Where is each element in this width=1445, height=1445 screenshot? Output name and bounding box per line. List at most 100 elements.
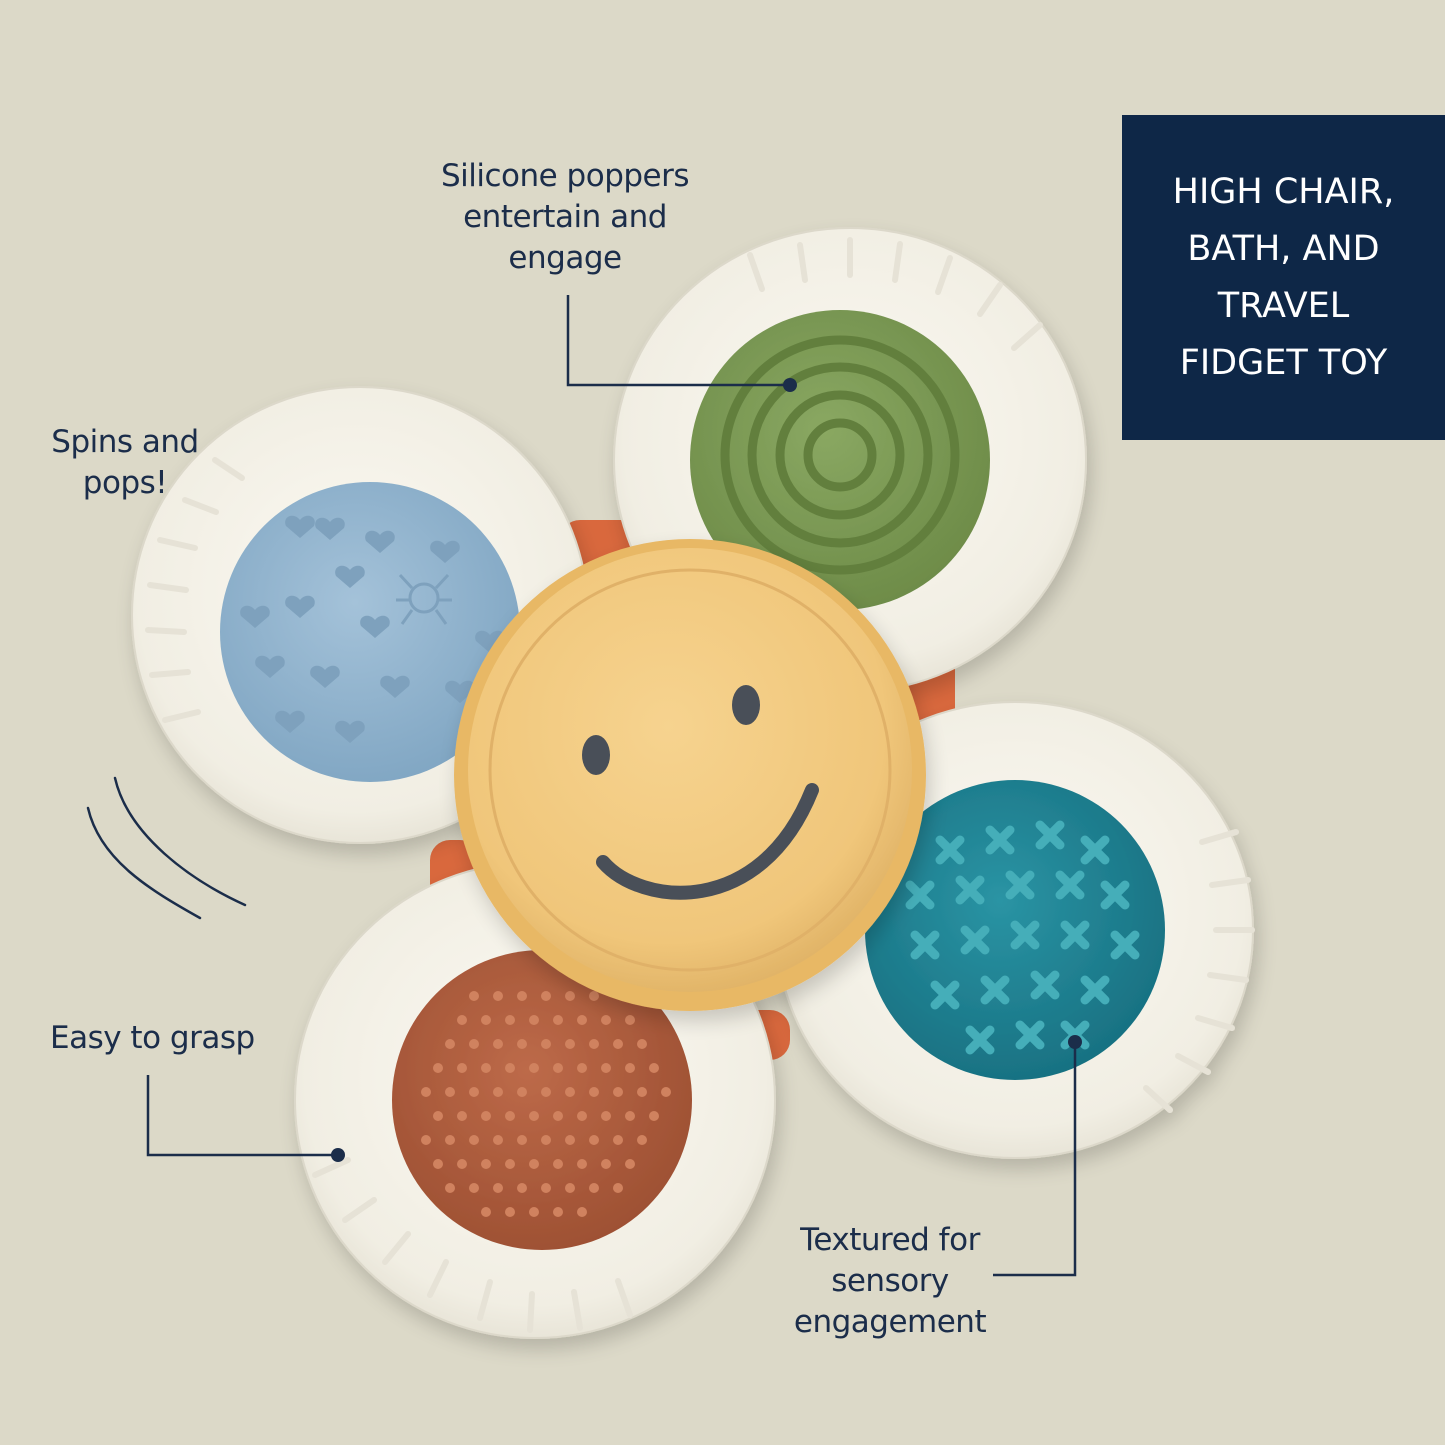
texture-dot [637,1087,647,1097]
texture-dot [553,1207,563,1217]
texture-dot [589,1039,599,1049]
texture-dot [421,1135,431,1145]
grasp-leader-dot [331,1148,345,1162]
badge-text: HIGH CHAIR, BATH, AND TRAVEL FIDGET TOY [1172,171,1395,383]
texture-dot [577,1207,587,1217]
left-eye [582,735,610,775]
callout-easy-to-grasp: Easy to grasp [50,1020,255,1056]
texture-dot [481,1111,491,1121]
texture-dot [565,1087,575,1097]
texture-dot [469,1183,479,1193]
smile-mouth [596,783,819,900]
texture-dot [649,1111,659,1121]
texture-dot [541,1039,551,1049]
texture-dot [649,1063,659,1073]
texture-dot [481,1159,491,1169]
textured-leader-line [993,1042,1077,1277]
texture-dot [469,991,479,1001]
texture-dot [565,1183,575,1193]
texture-dot [433,1159,443,1169]
texture-dot [541,1183,551,1193]
texture-dot [589,1135,599,1145]
silicone-leader-dot [783,378,797,392]
callout-leader-lines [146,295,1077,1277]
texture-dot [505,1015,515,1025]
motion-lines-icon [86,776,247,920]
texture-dot [529,1015,539,1025]
right-eye [732,685,760,725]
texture-dot [433,1111,443,1121]
texture-dot [457,1159,467,1169]
texture-dot [505,1159,515,1169]
smiley-face-icon [454,539,926,1011]
texture-dot [469,1087,479,1097]
texture-dot [469,1135,479,1145]
texture-dot [613,1135,623,1145]
texture-dot [421,1087,431,1097]
texture-dot [541,1135,551,1145]
texture-dot [613,1183,623,1193]
spider-logo-icon [396,573,452,625]
texture-dot [517,991,527,1001]
texture-dot [493,1135,503,1145]
texture-dot [589,1087,599,1097]
textured-leader-dot [1068,1035,1082,1049]
texture-dot [565,991,575,1001]
texture-dot [457,1063,467,1073]
texture-dot [493,1183,503,1193]
texture-dot [625,1063,635,1073]
texture-dot [517,1039,527,1049]
texture-dot [577,1015,587,1025]
texture-dot [577,1159,587,1169]
texture-dot [493,991,503,1001]
texture-dot [505,1111,515,1121]
texture-dot [481,1207,491,1217]
texture-dot [505,1063,515,1073]
texture-dot [637,1039,647,1049]
texture-dot [613,1039,623,1049]
texture-dot [529,1063,539,1073]
texture-dot [541,1087,551,1097]
texture-dot [529,1207,539,1217]
texture-dot [469,1039,479,1049]
texture-dot [481,1015,491,1025]
texture-dot [493,1039,503,1049]
texture-dot [625,1015,635,1025]
texture-dot [445,1135,455,1145]
texture-dot [577,1063,587,1073]
texture-dot [445,1087,455,1097]
texture-dot [565,1135,575,1145]
texture-dot [601,1063,611,1073]
callout-silicone-poppers: Silicone poppers entertain and engage [440,158,690,276]
texture-dot [517,1135,527,1145]
texture-dot [637,1135,647,1145]
texture-dot [541,991,551,1001]
texture-dot [589,1183,599,1193]
texture-dot [625,1159,635,1169]
texture-dot [481,1063,491,1073]
grasp-leader-line [146,1075,338,1157]
callout-spins-and-pops: Spins and pops! [51,424,199,501]
texture-dot [457,1015,467,1025]
rust-popper [392,950,692,1250]
texture-dot [601,1015,611,1025]
callout-textured-sensory: Textured for sensory engagement [793,1222,987,1340]
texture-dot [553,1063,563,1073]
texture-dot [445,1039,455,1049]
texture-dot [505,1207,515,1217]
texture-dot [457,1111,467,1121]
silicone-leader-line [566,295,790,387]
texture-dot [517,1087,527,1097]
texture-dot [625,1111,635,1121]
texture-dot [565,1039,575,1049]
texture-dot [553,1111,563,1121]
texture-dot [493,1087,503,1097]
texture-dot [601,1111,611,1121]
feature-badge: HIGH CHAIR, BATH, AND TRAVEL FIDGET TOY [1122,115,1445,440]
texture-dot [553,1159,563,1169]
texture-dot [589,991,599,1001]
texture-dot [445,1183,455,1193]
texture-dot [577,1111,587,1121]
texture-dot [661,1087,671,1097]
